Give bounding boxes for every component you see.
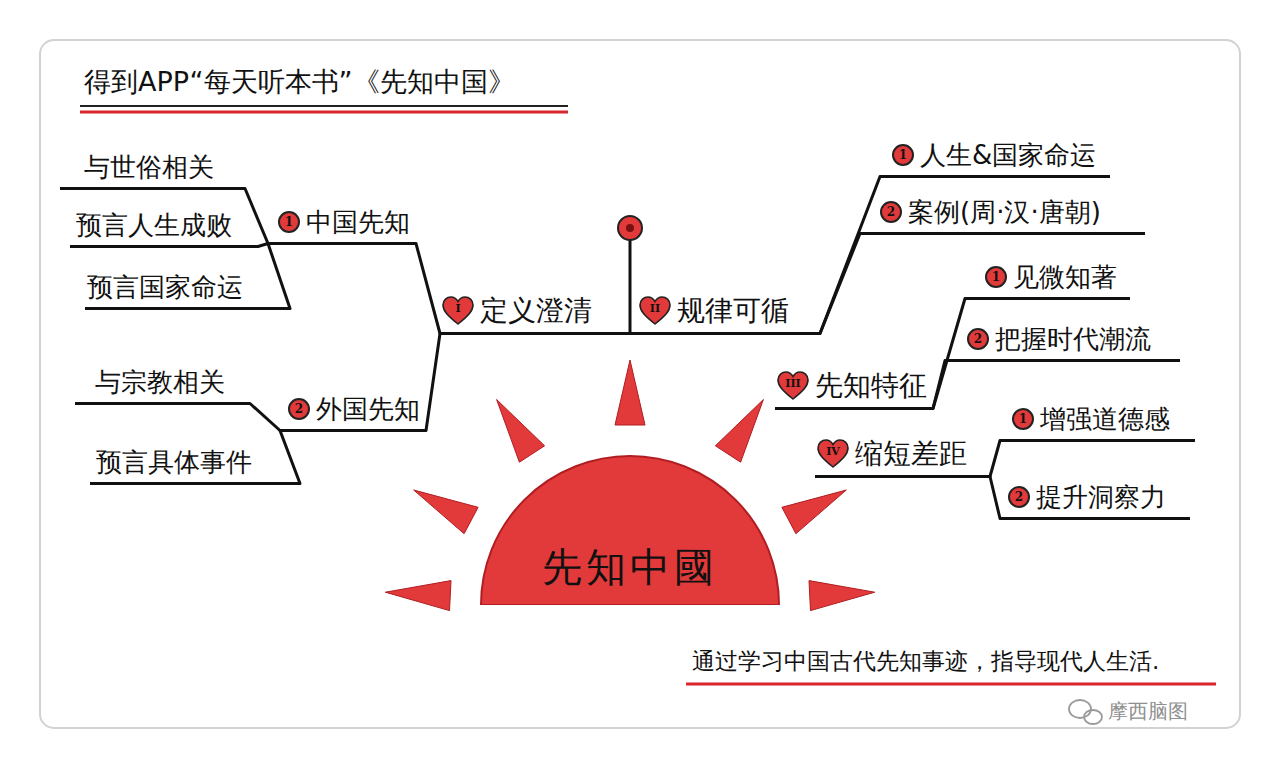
sun-ray xyxy=(615,360,645,425)
bubble xyxy=(1084,710,1102,724)
pin-dot xyxy=(626,224,634,232)
branch-text: 提升洞察力 xyxy=(1036,482,1166,513)
title-underline xyxy=(80,111,568,114)
center-title: 先知中國 xyxy=(542,543,718,591)
leaf-branch: 预言国家命运 xyxy=(85,272,290,310)
branch-text: 案例(周·汉·唐朝) xyxy=(908,197,1101,228)
card-frame xyxy=(40,40,1240,728)
branch-line xyxy=(933,299,965,409)
sub-branch: 2 外国先知 xyxy=(280,394,426,432)
sun-ray xyxy=(385,581,451,611)
branch-text: 中国先知 xyxy=(306,207,410,238)
branch-line xyxy=(990,441,1000,477)
callout-number: 2 xyxy=(967,328,989,350)
branch-text: 缩短差距 xyxy=(855,437,967,471)
sub-branch: 1 中国先知 xyxy=(268,207,416,245)
branch-line xyxy=(250,404,280,431)
branch-line xyxy=(245,189,268,244)
main-branch: III先知特征 xyxy=(775,369,933,410)
callout-number: 1 xyxy=(278,211,300,233)
heart-number: III xyxy=(777,371,809,401)
sun-ray xyxy=(782,490,846,534)
callout-number: 2 xyxy=(288,398,310,420)
sub-branch: 1 人生&国家命运 xyxy=(880,140,1110,178)
sub-branch: 2 把握时代潮流 xyxy=(945,324,1180,362)
callout-number: 1 xyxy=(1012,408,1034,430)
sub-branch: 1 增强道德感 xyxy=(1000,404,1195,442)
heart-number: I xyxy=(442,296,474,326)
callout-number: 2 xyxy=(880,201,902,223)
sun-rays xyxy=(385,360,874,611)
sun-ray xyxy=(414,490,478,534)
leaf-branch: 与世俗相关 xyxy=(60,152,245,190)
leaf-branch: 与宗教相关 xyxy=(75,367,250,405)
title-underline xyxy=(80,105,568,107)
heart-number: IV xyxy=(817,439,849,469)
callout-number: 1 xyxy=(985,266,1007,288)
callout-number: 2 xyxy=(1008,486,1030,508)
branch-text: 增强道德感 xyxy=(1040,404,1170,435)
pin-head xyxy=(618,216,642,240)
branch-line xyxy=(268,244,290,309)
branch-line xyxy=(990,477,1000,519)
branch-text: 外国先知 xyxy=(316,394,420,425)
branch-text: 见微知著 xyxy=(1013,262,1117,293)
callout-number: 1 xyxy=(892,144,914,166)
wechat-icon xyxy=(1069,700,1102,724)
leaf-branch: 预言具体事件 xyxy=(90,447,300,485)
branch-line xyxy=(625,332,635,335)
title-text: 得到APP“每天听本书”《先知中国》 xyxy=(84,66,515,98)
branch-line xyxy=(416,244,440,334)
branch-text: 把握时代潮流 xyxy=(995,324,1151,355)
branch-line xyxy=(933,361,945,409)
pin-stem xyxy=(629,240,632,333)
caption-text: 通过学习中国古代先知事迹，指导现代人生活. xyxy=(692,648,1159,676)
caption-underline xyxy=(686,683,1216,686)
leaf-branch: 预言人生成败 xyxy=(70,210,258,248)
branch-text: 人生&国家命运 xyxy=(920,140,1096,171)
branch-text: 与宗教相关 xyxy=(95,367,225,398)
sun-ray xyxy=(809,581,875,611)
branch-text: 预言具体事件 xyxy=(96,447,252,478)
branch-text: 先知特征 xyxy=(815,369,927,403)
main-branch: I定义澄清 xyxy=(440,294,625,335)
sub-branch: 2 案例(周·汉·唐朝) xyxy=(860,197,1145,235)
sub-branch: 2 提升洞察力 xyxy=(1000,482,1190,520)
branch-text: 规律可循 xyxy=(677,294,789,328)
sun-half-disc xyxy=(481,456,779,605)
watermark: 摩西脑图 xyxy=(1108,699,1188,723)
branch-line xyxy=(426,334,440,431)
branch-line xyxy=(258,244,268,247)
sub-branch: 1 见微知著 xyxy=(965,262,1130,300)
heart-number: II xyxy=(639,296,671,326)
branch-text: 定义澄清 xyxy=(480,294,592,328)
branch-text: 预言国家命运 xyxy=(87,272,243,303)
main-branch: IV缩短差距 xyxy=(815,437,990,478)
branch-line xyxy=(820,177,880,334)
branch-text: 与世俗相关 xyxy=(84,152,214,183)
sun-ray xyxy=(497,400,545,463)
branch-line xyxy=(280,431,300,484)
main-branch: II规律可循 xyxy=(635,294,820,335)
sun-node: 先知中國 xyxy=(480,455,780,605)
bubble xyxy=(1069,700,1091,718)
sun-ray xyxy=(715,400,763,463)
branch-line xyxy=(820,234,860,334)
branch-text: 预言人生成败 xyxy=(76,210,232,241)
